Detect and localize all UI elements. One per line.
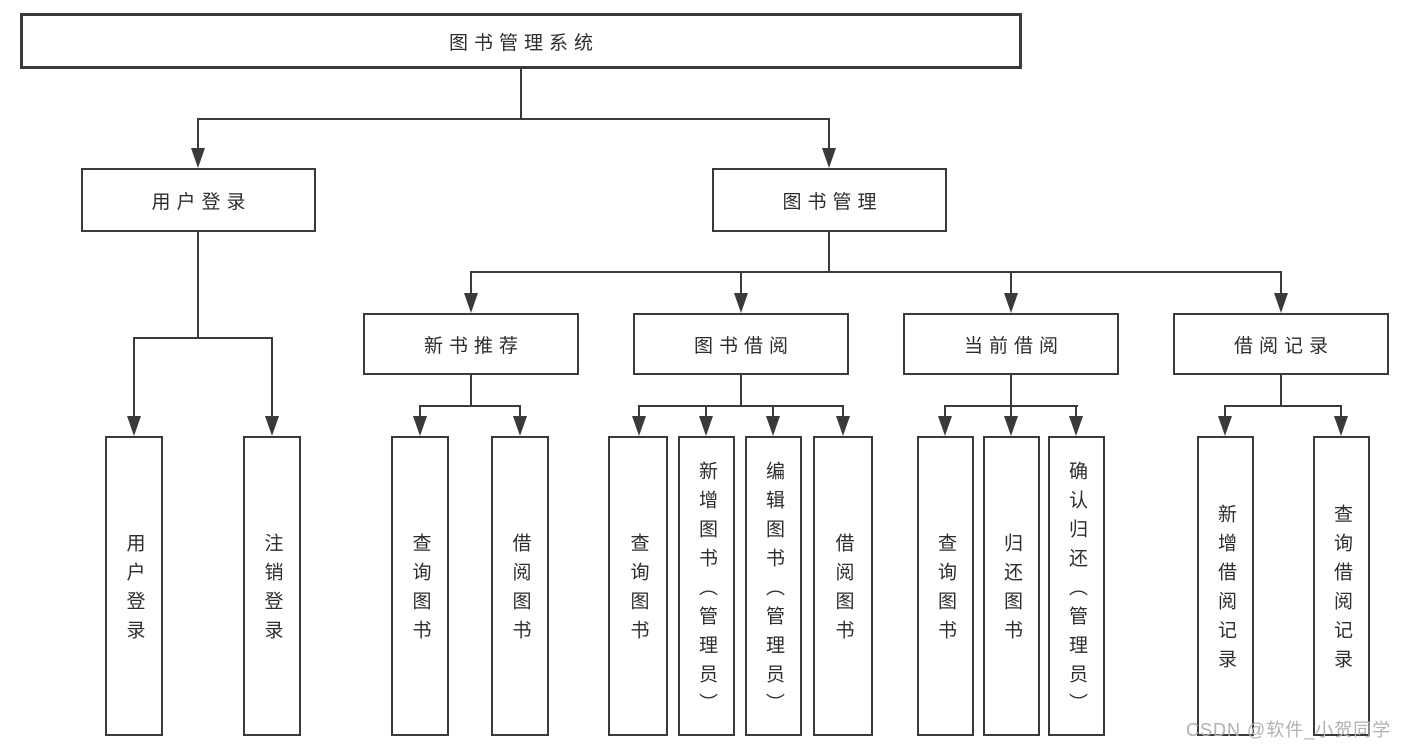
connector-to-new-book-recommend: [470, 271, 472, 295]
connector-to-bb-edit: [772, 405, 774, 418]
leaf-label: 查询借阅记录: [1331, 504, 1352, 678]
node-label: 图书借阅: [693, 335, 794, 357]
leaf-label: 借阅图书: [509, 533, 531, 649]
leaf-logout: 注销登录: [243, 436, 301, 736]
leaf-cb-confirm-return-admin: 确认归还（管理员）: [1048, 436, 1105, 736]
arrow-to-bb-borrow: [836, 416, 850, 436]
arrow-to-book-management: [822, 148, 836, 168]
leaf-cb-query-books: 查询图书: [917, 436, 974, 736]
node-book-borrowing: 图书借阅: [633, 313, 849, 375]
leaf-label: 查询图书: [935, 533, 956, 649]
node-label: 图书管理: [782, 191, 883, 213]
connector-to-book-management: [828, 118, 830, 150]
connector-to-bb-borrow: [842, 405, 844, 418]
arrow-to-nb-borrow: [513, 416, 527, 436]
connector-to-cb-confirm: [1075, 405, 1077, 418]
leaf-label: 借阅图书: [832, 533, 854, 649]
node-label: 用户登录: [151, 191, 252, 213]
connector-to-cb-query: [944, 405, 946, 418]
connector-to-user-login: [197, 118, 199, 150]
leaf-label: 归还图书: [1001, 533, 1022, 649]
arrow-to-bb-edit: [766, 416, 780, 436]
connector-new-book-stem: [470, 375, 472, 405]
node-new-book-recommend: 新书推荐: [363, 313, 579, 375]
node-label: 借阅记录: [1233, 335, 1334, 357]
leaf-label: 确认归还（管理员）: [1066, 460, 1087, 722]
connector-borrowing-records-crossbar: [1224, 405, 1342, 407]
arrow-to-user-login: [191, 148, 205, 168]
connector-to-br-add: [1224, 405, 1226, 418]
connector-book-borrowing-stem: [740, 375, 742, 405]
connector-to-leaf-user-login: [133, 337, 135, 418]
connector-book-management-crossbar: [470, 271, 1282, 273]
connector-borrowing-records-stem: [1280, 375, 1282, 405]
leaf-label: 注销登录: [261, 533, 283, 649]
leaf-bb-add-books-admin: 新增图书（管理员）: [678, 436, 735, 736]
leaf-br-add-record: 新增借阅记录: [1197, 436, 1254, 736]
connector-user-login-stem: [197, 232, 199, 337]
connector-to-nb-borrow: [519, 405, 521, 418]
connector-to-bb-query: [638, 405, 640, 418]
connector-to-nb-query: [419, 405, 421, 418]
leaf-label: 新增借阅记录: [1215, 504, 1236, 678]
arrow-to-current-borrowing: [1004, 293, 1018, 313]
arrow-to-cb-return: [1004, 416, 1018, 436]
connector-to-book-borrowing: [740, 271, 742, 295]
connector-new-book-crossbar: [419, 405, 521, 407]
leaf-label: 新增图书（管理员）: [696, 460, 717, 722]
leaf-br-query-record: 查询借阅记录: [1313, 436, 1370, 736]
arrow-to-leaf-user-login: [127, 416, 141, 436]
node-library-system: 图书管理系统: [20, 13, 1022, 69]
leaf-label: 查询图书: [627, 533, 649, 649]
connector-to-borrowing-records: [1280, 271, 1282, 295]
node-user-login: 用户登录: [81, 168, 316, 232]
connector-to-br-query: [1340, 405, 1342, 418]
leaf-bb-borrow-books: 借阅图书: [813, 436, 873, 736]
arrow-to-nb-query: [413, 416, 427, 436]
node-borrowing-records: 借阅记录: [1173, 313, 1389, 375]
leaf-cb-return-books: 归还图书: [983, 436, 1040, 736]
node-label: 图书管理系统: [448, 32, 599, 54]
arrow-to-bb-add: [699, 416, 713, 436]
arrow-to-br-add: [1218, 416, 1232, 436]
leaf-label: 查询图书: [409, 533, 431, 649]
leaf-nb-query-books: 查询图书: [391, 436, 449, 736]
arrow-to-new-book-recommend: [464, 293, 478, 313]
arrow-to-br-query: [1334, 416, 1348, 436]
node-label: 新书推荐: [423, 335, 524, 357]
arrow-to-cb-confirm: [1069, 416, 1083, 436]
leaf-user-login: 用户登录: [105, 436, 163, 736]
csdn-watermark: CSDN @软件_小贺同学: [1186, 720, 1392, 740]
leaf-bb-query-books: 查询图书: [608, 436, 668, 736]
connector-book-management-stem: [828, 232, 830, 271]
leaf-bb-edit-books-admin: 编辑图书（管理员）: [745, 436, 802, 736]
arrow-to-book-borrowing: [734, 293, 748, 313]
connector-to-bb-add: [705, 405, 707, 418]
node-label: 当前借阅: [963, 335, 1064, 357]
node-book-management: 图书管理: [712, 168, 947, 232]
connector-to-leaf-logout: [271, 337, 273, 418]
arrow-to-cb-query: [938, 416, 952, 436]
leaf-label: 用户登录: [123, 533, 145, 649]
node-current-borrowing: 当前借阅: [903, 313, 1119, 375]
arrow-to-leaf-logout: [265, 416, 279, 436]
connector-user-login-crossbar: [133, 337, 273, 339]
arrow-to-borrowing-records: [1274, 293, 1288, 313]
connector-to-current-borrowing: [1010, 271, 1012, 295]
connector-root-crossbar: [197, 118, 830, 120]
connector-root-stem: [520, 69, 522, 118]
connector-book-borrowing-crossbar: [638, 405, 844, 407]
arrow-to-bb-query: [632, 416, 646, 436]
leaf-label: 编辑图书（管理员）: [763, 460, 784, 722]
connector-to-cb-return: [1010, 405, 1012, 418]
leaf-nb-borrow-books: 借阅图书: [491, 436, 549, 736]
connector-current-borrowing-stem: [1010, 375, 1012, 405]
